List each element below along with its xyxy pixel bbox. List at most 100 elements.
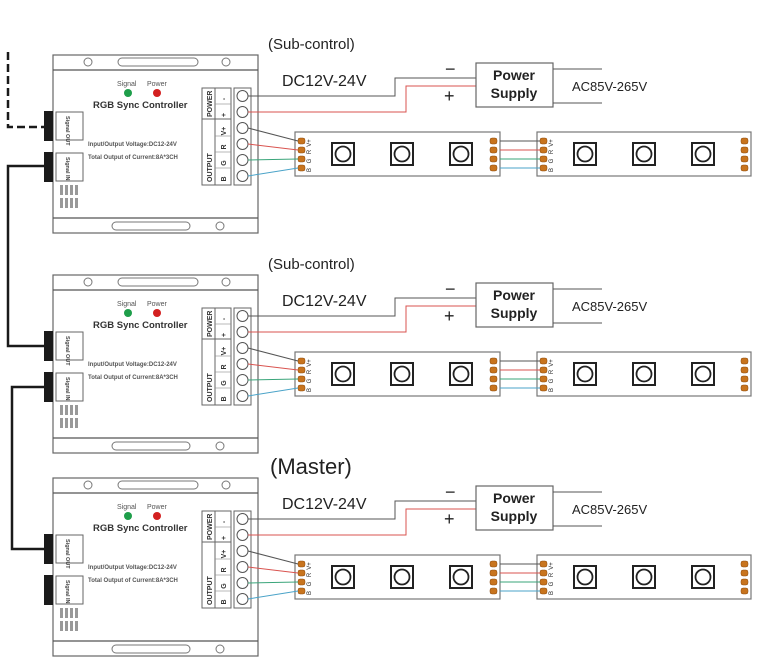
pinout-glyph [70, 198, 73, 208]
signal-in-frame [55, 372, 84, 402]
led-strip-1: V+RGB [294, 554, 501, 600]
solder-pad [539, 357, 548, 365]
positive-wire [248, 508, 476, 536]
signal-out-connector [44, 331, 53, 361]
led-strip-2: V+RGB [536, 554, 752, 600]
signal-in-frame [55, 152, 84, 182]
terminal-output-label: OUTPUT [207, 153, 214, 183]
pinout-glyph [65, 198, 68, 208]
solder-pad [297, 155, 306, 163]
spec-current: Total Output of Current:8A*3CH [88, 375, 178, 381]
pinout-glyph [60, 621, 63, 631]
signal-out-frame [55, 111, 84, 141]
signal-in-connector [44, 372, 53, 402]
strip-pin-label: B [549, 168, 555, 172]
solder-pad [489, 587, 498, 595]
terminal-label-1: + [221, 113, 228, 117]
strip-pin-label: V+ [307, 139, 313, 147]
output-wire-vplus [247, 550, 299, 565]
strip-pin-label: R [549, 149, 555, 154]
signal-led-label: Signal [117, 504, 137, 511]
solder-pad [740, 366, 749, 374]
terminal-label-5: B [221, 396, 228, 401]
led-lens [452, 145, 470, 163]
ac-voltage-label: AC85V-265V [572, 79, 647, 94]
strip-pin-label: V+ [307, 562, 313, 570]
led-lens [635, 145, 653, 163]
solder-pad [740, 357, 749, 365]
power-supply-label-line2: Supply [491, 85, 538, 101]
led-lens [576, 145, 594, 163]
pinout-glyph [65, 405, 68, 415]
minus-sign: − [445, 482, 456, 502]
output-wire-red [247, 143, 299, 151]
strip-pin-label: G [549, 581, 555, 586]
screw-terminal-icon [236, 122, 249, 134]
signal-out-connector [44, 111, 53, 141]
signal-out-label: Signal OUT [64, 116, 70, 146]
positive-wire [248, 305, 476, 333]
solder-pad [539, 384, 548, 392]
led-lens [576, 568, 594, 586]
output-wire-green [247, 581, 299, 584]
output-wire-blue [247, 167, 299, 177]
controller-name: RGB Sync Controller [93, 100, 188, 111]
terminal-label-1: + [221, 536, 228, 540]
solder-pad [297, 357, 306, 365]
power-led-label: Power [147, 504, 168, 511]
mount-hole [215, 221, 225, 231]
signal-out-connector [44, 534, 53, 564]
terminal-power-label: POWER [207, 311, 214, 337]
solder-pad [740, 384, 749, 392]
solder-pad [539, 155, 548, 163]
output-wire-blue [247, 387, 299, 397]
led-strip-1: V+RGB [294, 131, 501, 177]
led-strip-2: V+RGB [536, 131, 752, 177]
pinout-glyph [75, 185, 78, 195]
signal-in-label: Signal IN [64, 377, 70, 401]
strip-pin-label: V+ [307, 359, 313, 367]
led-lens [393, 365, 411, 383]
pinout-glyph [65, 608, 68, 618]
power-led-label: Power [147, 81, 168, 88]
strip-pin-label: B [307, 591, 313, 595]
pinout-legend [60, 405, 78, 428]
role-label-master: (Master) [270, 454, 352, 479]
mount-hole [221, 57, 231, 67]
output-wire-vplus [247, 347, 299, 362]
power-supply-box [475, 282, 554, 328]
signal-out-label: Signal OUT [64, 539, 70, 569]
dc-voltage-label: DC12V-24V [282, 73, 367, 90]
strip-pin-label: B [549, 388, 555, 392]
led-lens [334, 365, 352, 383]
power-led-label: Power [147, 301, 168, 308]
terminal-label-2: V+ [221, 347, 228, 356]
terminal-power-label: POWER [207, 91, 214, 117]
solder-pad [297, 375, 306, 383]
signal-in-frame [55, 575, 84, 605]
led-strip-2: V+RGB [536, 351, 752, 397]
output-wire-green [247, 158, 299, 161]
mount-hole [221, 277, 231, 287]
strip-pin-label: G [307, 378, 313, 383]
terminal-label-2: V+ [221, 127, 228, 136]
role-label-sub-control: (Sub-control) [268, 36, 355, 53]
signal-out-frame [55, 534, 84, 564]
plus-sign: + [444, 86, 455, 106]
solder-pad [539, 587, 548, 595]
terminal-label-2: V+ [221, 550, 228, 559]
terminal-label-1: + [221, 333, 228, 337]
power-led-icon [153, 512, 161, 520]
output-wire-vplus [247, 127, 299, 142]
ac-voltage-label: AC85V-265V [572, 299, 647, 314]
signal-out-port: Signal OUT [55, 111, 84, 146]
signal-out-port: Signal OUT [55, 534, 84, 569]
led-lens [452, 365, 470, 383]
controller-name: RGB Sync Controller [93, 523, 188, 534]
solder-pad [489, 137, 498, 145]
power-supply-label-line1: Power [493, 287, 536, 303]
